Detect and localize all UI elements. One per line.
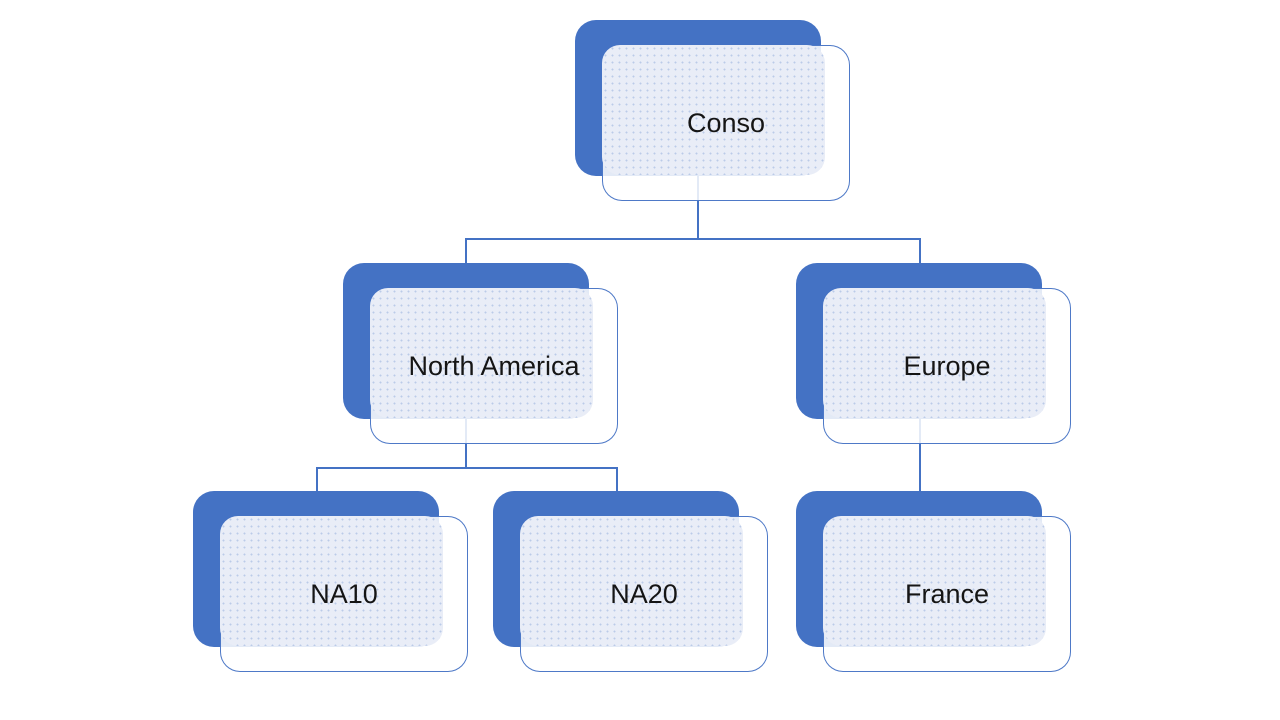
node-label: France	[904, 578, 990, 609]
connector-level2-bar	[316, 467, 617, 469]
node-fill-rect	[823, 288, 1046, 418]
connector-drop-na20	[616, 467, 618, 500]
node-fill-rect	[520, 516, 743, 646]
node-france[interactable]: France	[796, 491, 1071, 672]
node-fill-rect	[220, 516, 443, 646]
node-fill-rect	[602, 45, 825, 175]
node-na10[interactable]: NA10	[193, 491, 468, 672]
connector-drop-na10	[316, 467, 318, 500]
node-conso[interactable]: Conso	[575, 20, 850, 201]
node-label: NA20	[610, 578, 678, 609]
node-label: Conso	[686, 107, 766, 138]
node-label: North America	[408, 350, 580, 381]
connector-europe-france	[919, 400, 921, 500]
node-label: NA10	[310, 578, 378, 609]
node-na20[interactable]: NA20	[493, 491, 768, 672]
node-label: Europe	[903, 350, 991, 381]
connector-level1-bar	[465, 238, 920, 240]
node-fill-rect	[823, 516, 1046, 646]
node-fill-rect	[370, 288, 593, 418]
node-north-america[interactable]: North America	[343, 263, 618, 444]
node-europe[interactable]: Europe	[796, 263, 1071, 444]
